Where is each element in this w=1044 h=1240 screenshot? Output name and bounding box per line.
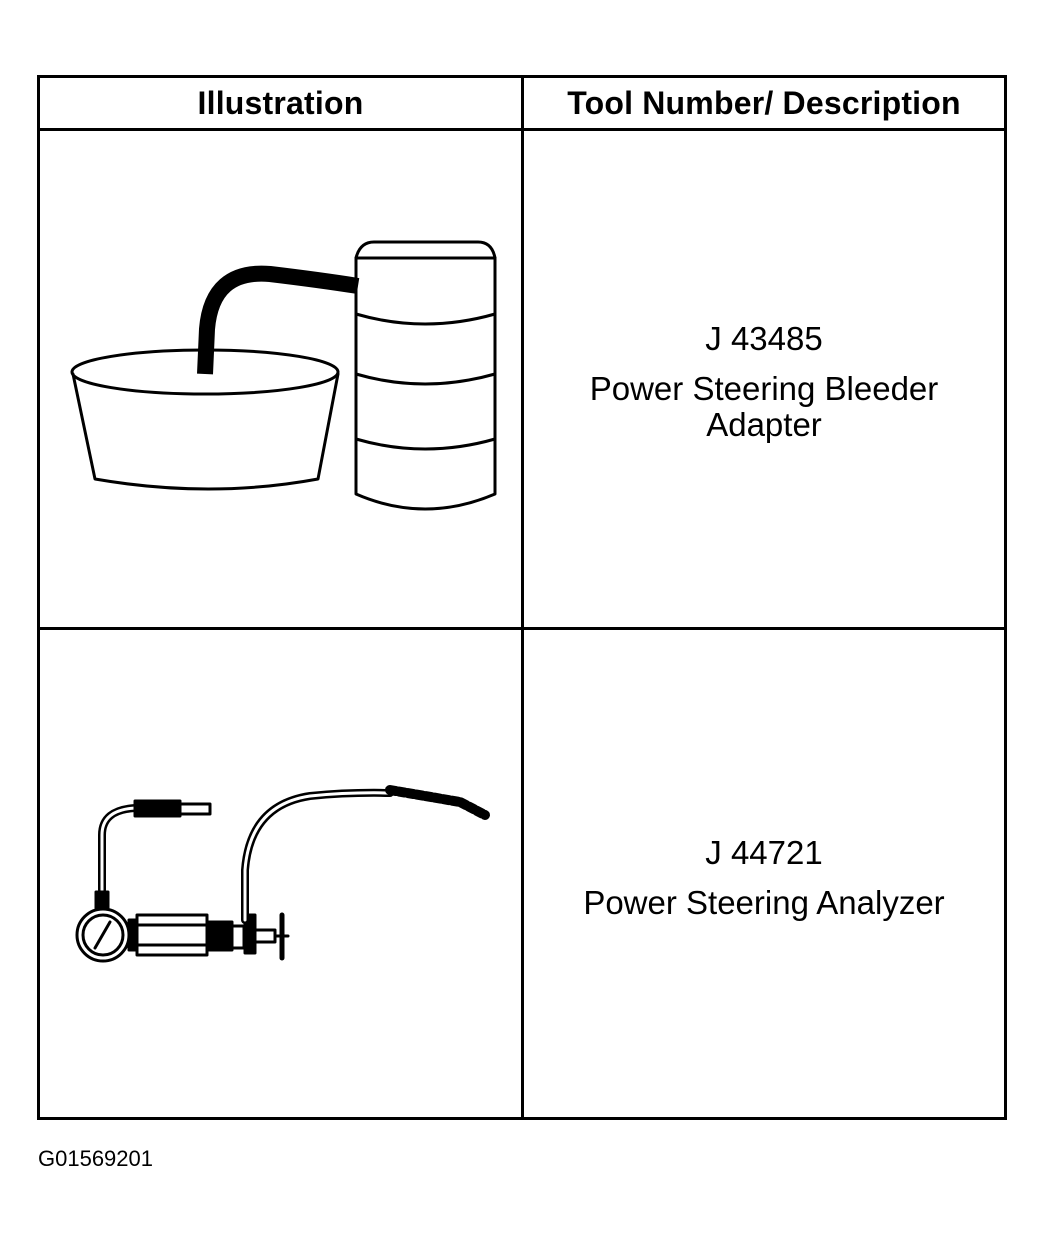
table-row-1-description: J 43485 Power Steering Bleeder Adapter xyxy=(524,321,1004,443)
tool-table: Illustration Tool Number/ Description xyxy=(37,75,1007,1120)
table-row-2-illustration xyxy=(40,630,521,1117)
bleeder-adapter-icon xyxy=(70,240,497,511)
column-divider xyxy=(521,78,524,1117)
header-tool-description: Tool Number/ Description xyxy=(567,84,961,121)
analyzer-icon xyxy=(75,785,490,963)
table-row-1-illustration xyxy=(40,134,521,627)
tool-number: J 44721 xyxy=(705,834,823,871)
tool-description: Power Steering Bleeder Adapter xyxy=(589,370,939,443)
header-illustration: Illustration xyxy=(197,84,364,121)
table-row-2-description: J 44721 Power Steering Analyzer xyxy=(524,835,1004,921)
tool-number: J 43485 xyxy=(705,320,823,357)
row-divider xyxy=(40,627,1004,630)
figure-code: G01569201 xyxy=(38,1146,153,1171)
tool-description: Power Steering Analyzer xyxy=(583,884,945,921)
